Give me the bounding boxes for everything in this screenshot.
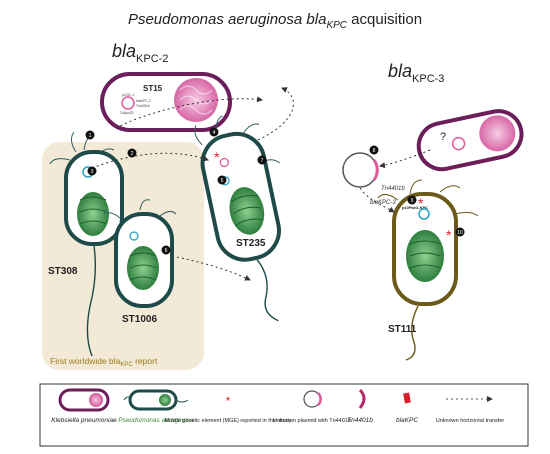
st235-pseudomonas <box>194 115 281 322</box>
step-4: 4 <box>213 130 216 136</box>
first-report-label: First worldwide blaKPC report <box>50 356 158 368</box>
legend-symbols: * <box>58 388 493 412</box>
st15-plasmid-gene: blaKPC-2 <box>136 99 151 103</box>
st111-label: ST111 <box>388 324 417 335</box>
step-2: 2 <box>131 151 134 157</box>
st15-label: ST15 <box>143 84 163 93</box>
step-7: 7 <box>261 158 264 164</box>
transfer-arrow-3 <box>257 87 294 141</box>
legend-label-paeru: Pseudomonas aeruginosa <box>118 417 194 424</box>
st15-plasmid-name: pCOL-1 <box>122 93 134 97</box>
st308-label: ST308 <box>48 266 78 277</box>
transfer-arrow-5 <box>379 149 431 169</box>
tn4401b-inline: Tn4401b <box>381 186 405 192</box>
transfer-arrow-4 <box>171 255 251 281</box>
legend-label-plasmid: Unknown plasmid with Tn4401b <box>273 418 351 424</box>
legend-label-mge: Mobile genetic element (MGE) reported in… <box>165 418 292 424</box>
step-10: 10 <box>457 230 463 236</box>
panel-right-heading: blaKPC-3 <box>388 61 444 85</box>
transfer-arrow-2 <box>91 152 209 169</box>
st308-pseudomonas: ST308 <box>48 131 124 357</box>
legend-label-tn4401b: Tn4401b <box>347 417 373 424</box>
unknown-plasmid: Tn4401b blaKPC-3 <box>342 152 405 206</box>
figure-title: Pseudomonas aeruginosa blaKPC acquisitio… <box>128 11 422 31</box>
step-3: 3 <box>91 169 94 175</box>
legend-box <box>39 383 529 447</box>
legend-plasmid-icon <box>303 390 321 408</box>
transfer-arrow-6 <box>359 187 395 213</box>
legend-label-transfer: Unknown horizontal transfer <box>436 418 505 424</box>
step-6: 6 <box>165 248 168 254</box>
legend-label-kpneumo: Klebsiella pneumoniae <box>51 417 117 424</box>
legend-tn4401b-icon <box>358 388 366 409</box>
legend-label-blakpc: blaKPC <box>396 417 418 424</box>
right-klebsiella <box>416 109 524 172</box>
step-8: 8 <box>373 148 376 154</box>
mge-star-st111b: * <box>446 227 452 243</box>
st15-klebsiella: ST15 pCOL-1 blaKPC-2 Tn4401b 24kpn33 <box>100 72 232 132</box>
step-1: 1 <box>89 133 92 139</box>
st235-label: ST235 <box>236 238 266 249</box>
panel-left-heading: blaKPC-2 <box>112 41 168 65</box>
mge-star-st235: * <box>214 149 220 165</box>
unknown-origin-question: ? <box>440 131 446 143</box>
st15-plasmid-strain: 24kpn33 <box>120 111 133 115</box>
st111-pseudomonas: p10Pae3-KPC ST111 <box>377 179 479 361</box>
st1006-pseudomonas: ST1006 <box>103 199 177 325</box>
legend-blakpc-icon <box>403 392 411 404</box>
step-9: 9 <box>411 198 414 204</box>
legend-labels: Klebsiella pneumoniae Pseudomonas aerugi… <box>51 417 504 424</box>
p10pae-kpc-label: p10Pae3-KPC <box>402 205 428 210</box>
step-5: 5 <box>221 178 224 184</box>
st15-plasmid-tn: Tn4401b <box>136 104 150 108</box>
st1006-label: ST1006 <box>122 314 157 325</box>
legend-mge-icon: * <box>226 394 231 408</box>
mge-star-st111a: * <box>418 195 424 211</box>
blakpc3-inline: blaKPC-3 <box>370 200 396 206</box>
step-badges: 1 2 3 4 5 6 7 8 9 10 <box>85 127 465 255</box>
